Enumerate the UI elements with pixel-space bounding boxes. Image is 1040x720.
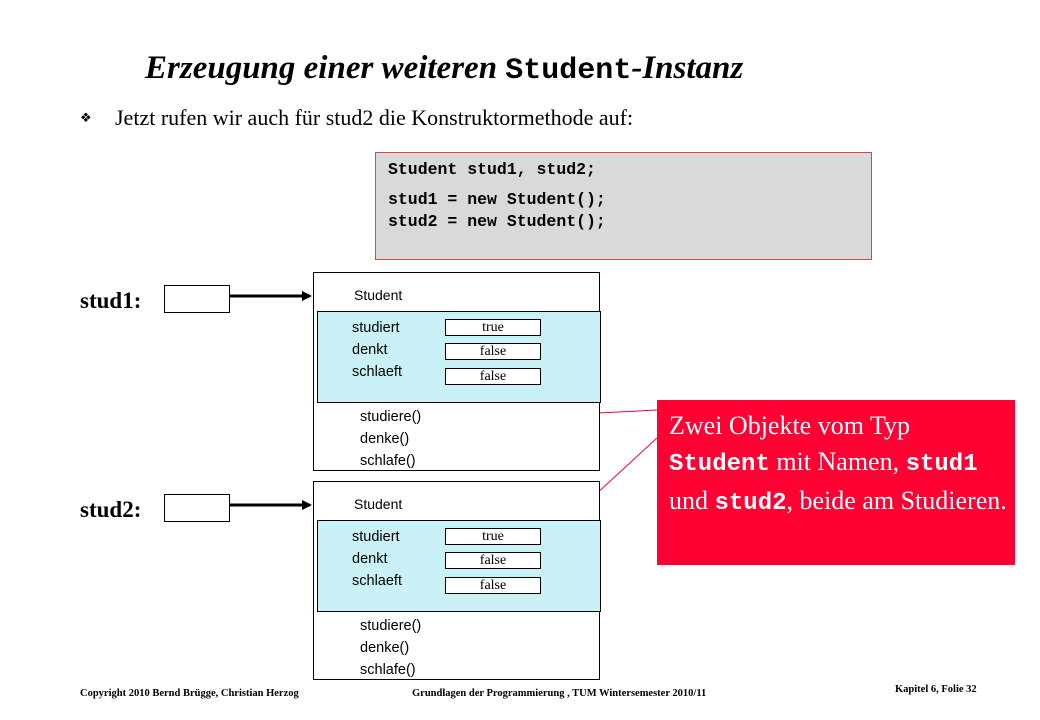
attribute-value: true bbox=[445, 528, 541, 545]
attribute-name: schlaeft bbox=[352, 364, 402, 380]
student-object-1: Student studiert denkt schlaeft true fal… bbox=[313, 272, 601, 471]
code-box: Student stud1, stud2; stud1 = new Studen… bbox=[375, 152, 872, 260]
attribute-name: studiert bbox=[352, 320, 400, 336]
attribute-value: true bbox=[445, 319, 541, 336]
code-line: Student stud1, stud2; bbox=[388, 160, 596, 179]
stud1-label: stud1: bbox=[80, 288, 142, 313]
attribute-value: false bbox=[445, 368, 541, 385]
callout-box: Zwei Objekte vom Typ Student mit Namen, … bbox=[657, 400, 1015, 565]
slide-title: Erzeugung einer weiteren Student-Instanz bbox=[145, 50, 744, 88]
code-line: stud1 = new Student(); bbox=[388, 190, 606, 209]
attribute-name: denkt bbox=[352, 551, 388, 567]
code-line: stud2 = new Student(); bbox=[388, 212, 606, 231]
method-name: denke() bbox=[360, 640, 410, 656]
diamond-bullet-icon: ❖ bbox=[80, 110, 92, 125]
class-name: Student bbox=[354, 287, 403, 303]
attribute-value: false bbox=[445, 552, 541, 569]
method-name: denke() bbox=[360, 431, 410, 447]
stud1-reference-box bbox=[164, 285, 230, 313]
title-code: Student bbox=[505, 54, 632, 88]
attribute-name: schlaeft bbox=[352, 573, 402, 589]
attribute-name: studiert bbox=[352, 529, 400, 545]
footer-course: Grundlagen der Programmierung , TUM Wint… bbox=[412, 688, 707, 699]
method-name: schlafe() bbox=[360, 662, 416, 678]
method-name: studiere() bbox=[360, 618, 422, 634]
class-name: Student bbox=[354, 496, 403, 512]
attribute-value: false bbox=[445, 343, 541, 360]
student-object-2: Student studiert denkt schlaeft true fal… bbox=[313, 481, 601, 680]
stud2-reference-box bbox=[164, 494, 230, 522]
method-name: studiere() bbox=[360, 409, 422, 425]
bullet-text: Jetzt rufen wir auch für stud2 die Konst… bbox=[115, 105, 634, 130]
stud2-label: stud2: bbox=[80, 497, 142, 522]
attribute-compartment: studiert denkt schlaeft true false false bbox=[317, 311, 601, 403]
footer-slide-number: Kapitel 6, Folie 32 bbox=[895, 684, 977, 695]
footer-copyright: Copyright 2010 Bernd Brügge, Christian H… bbox=[80, 688, 299, 699]
attribute-name: denkt bbox=[352, 342, 388, 358]
attribute-value: false bbox=[445, 577, 541, 594]
method-name: schlafe() bbox=[360, 453, 416, 469]
attribute-compartment: studiert denkt schlaeft true false false bbox=[317, 520, 601, 612]
